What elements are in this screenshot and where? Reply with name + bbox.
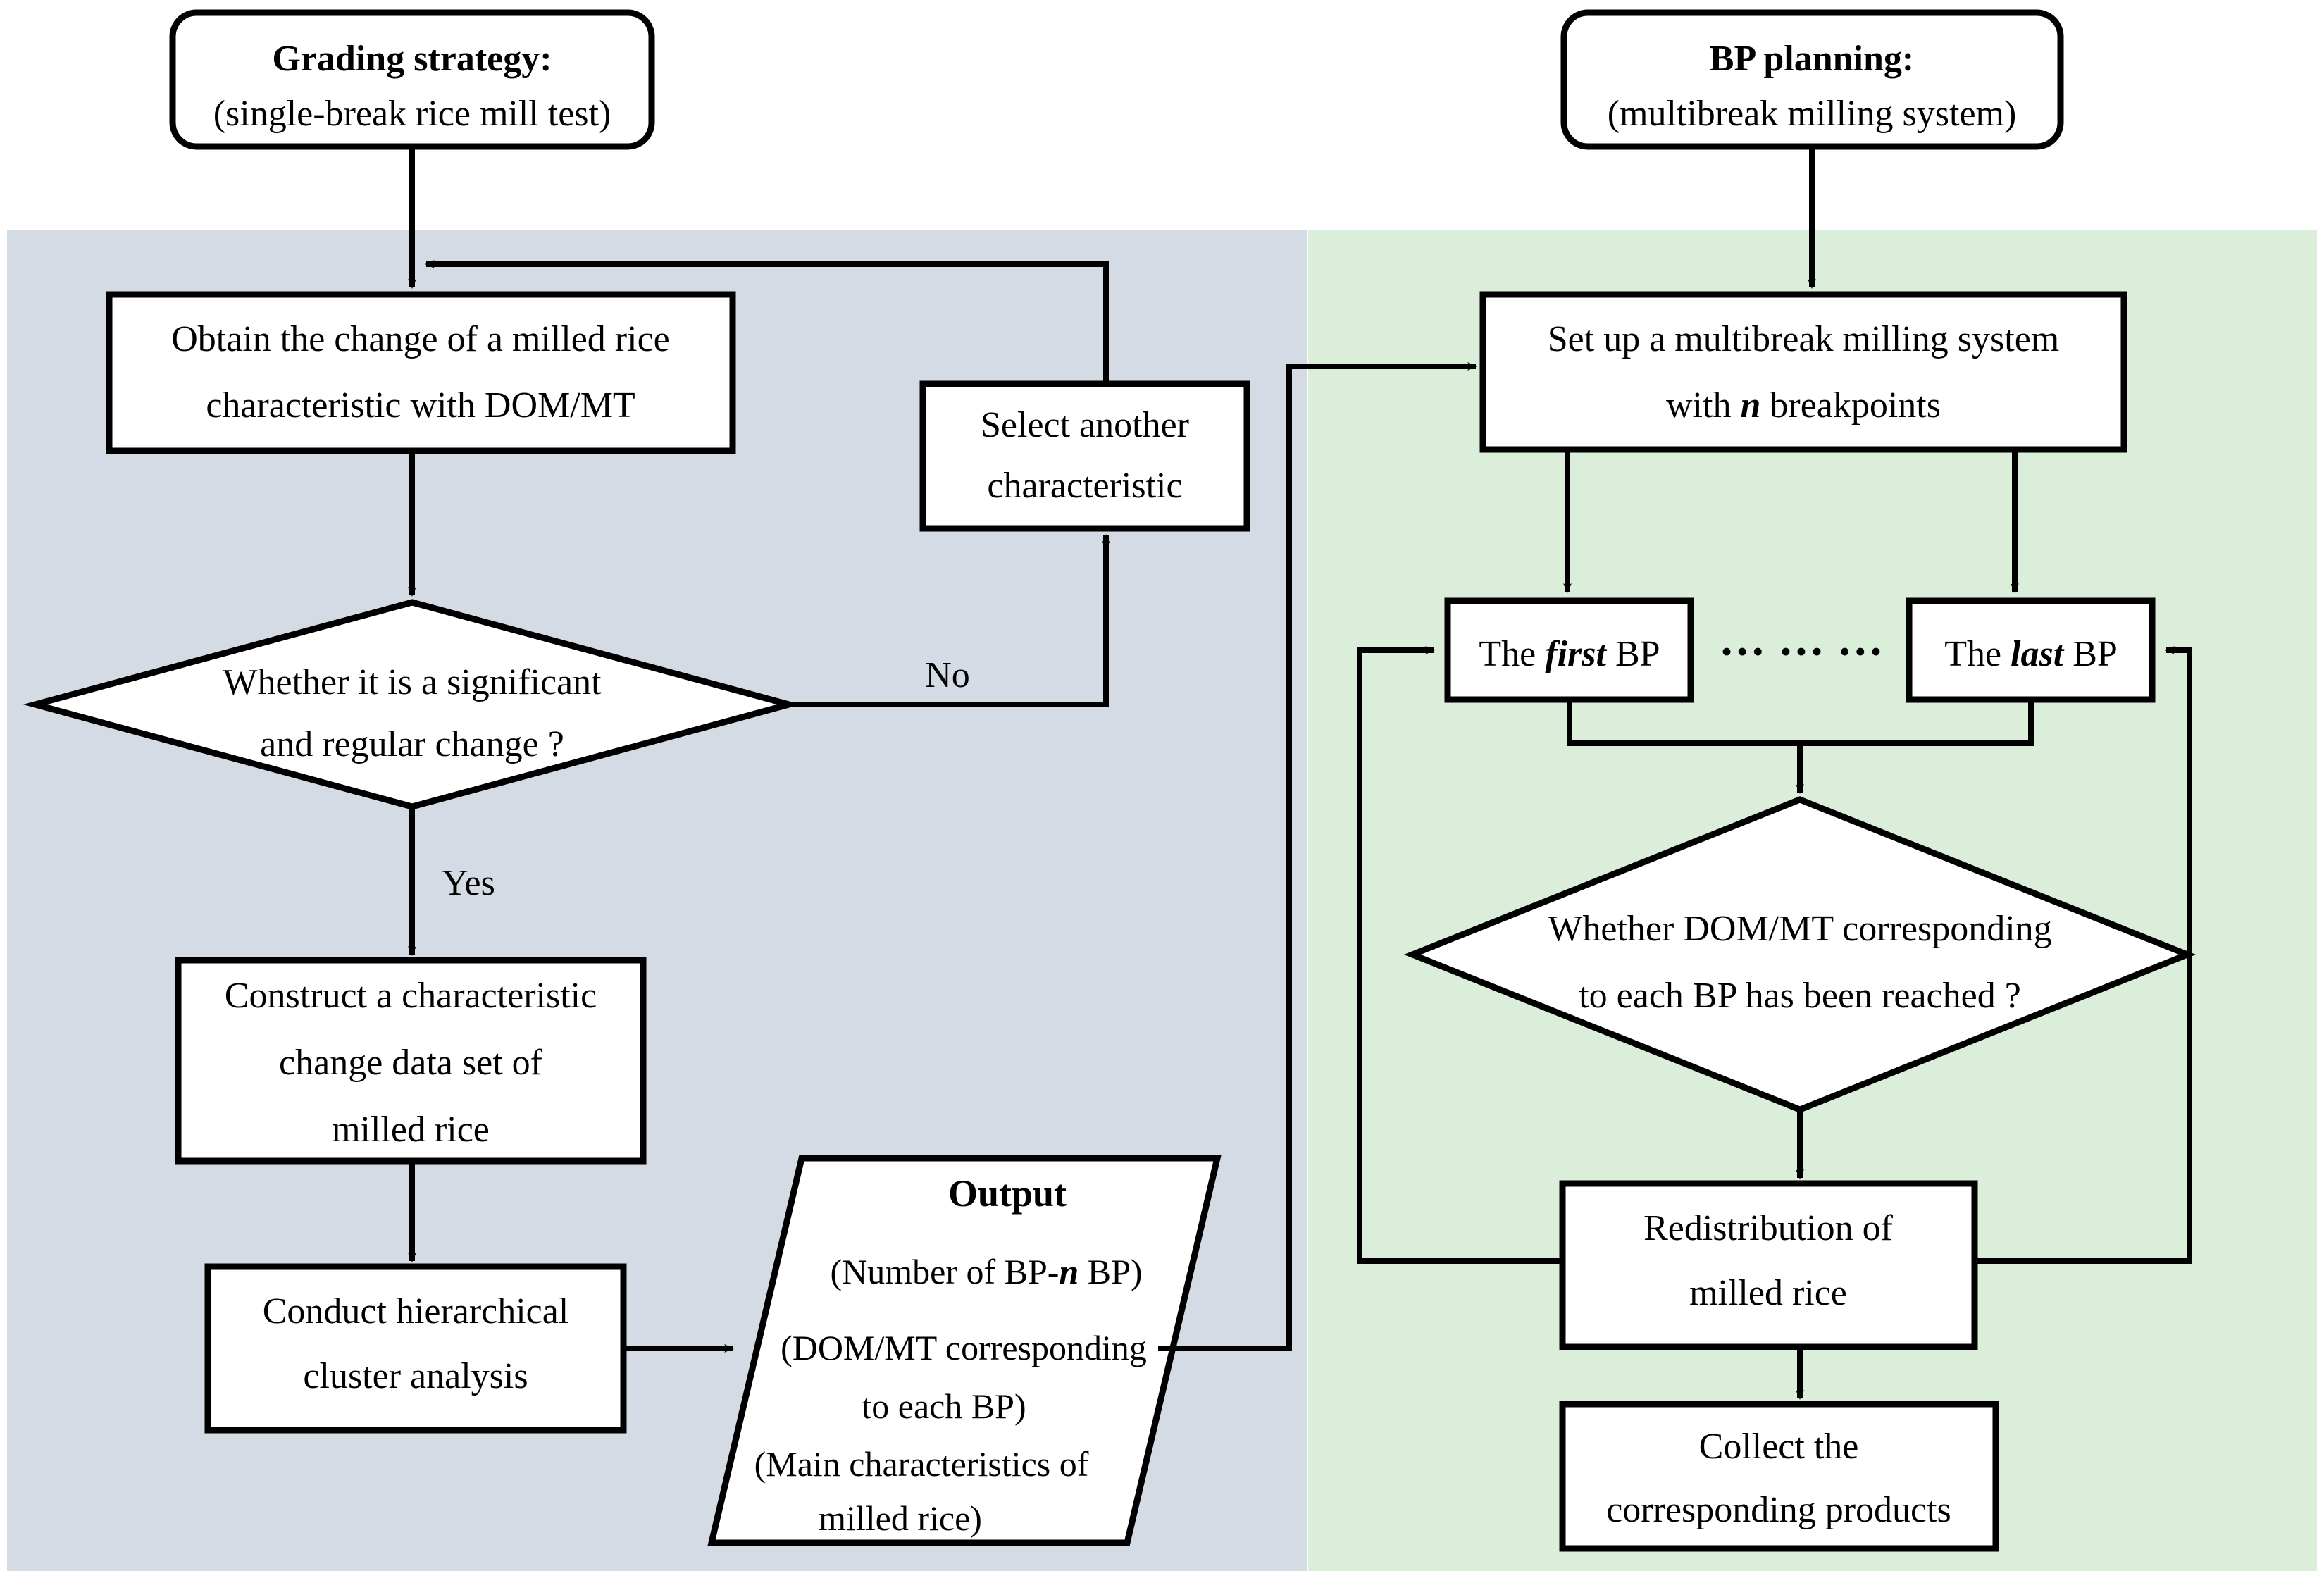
connector-redistribution-to-last-bp xyxy=(1975,646,2192,1264)
redistribution-node[interactable] xyxy=(1559,1180,1978,1350)
cluster-line-1: Conduct hierarchical xyxy=(263,1291,569,1331)
output-line-5: milled rice) xyxy=(819,1498,982,1538)
last-bp-suffix: BP xyxy=(2063,634,2118,674)
right-decision-line-2: to each BP has been reached ? xyxy=(1579,976,2021,1016)
first-bp-node[interactable] xyxy=(1444,597,1694,703)
output-line-2: (DOM/MT corresponding xyxy=(781,1328,1147,1367)
bp-ellipsis-icon: ••• ••• ••• xyxy=(1721,633,1886,669)
output-line-1-suffix: BP) xyxy=(1079,1252,1142,1291)
last-bp-emphasis: last xyxy=(2011,634,2065,674)
first-bp-emphasis: first xyxy=(1545,634,1607,674)
label-yes: Yes xyxy=(442,863,495,903)
right-start-subtitle: (multibreak milling system) xyxy=(1608,94,2017,134)
construct-line-2: change data set of xyxy=(279,1043,543,1083)
redistribution-line-2: milled rice xyxy=(1689,1273,1847,1313)
construct-dataset-node[interactable] xyxy=(175,957,647,1165)
setup-line-1: Set up a multibreak milling system xyxy=(1548,319,2059,359)
first-bp-label: The first BP xyxy=(1479,634,1660,674)
select-characteristic-node[interactable] xyxy=(919,380,1250,532)
output-line-3: to each BP) xyxy=(862,1386,1026,1426)
connector-select-to-obtain xyxy=(425,260,1109,384)
output-line-1: (Number of BP-n BP) xyxy=(830,1252,1142,1291)
right-start-title: BP planning: xyxy=(1710,39,1914,79)
first-bp-prefix: The xyxy=(1479,634,1545,674)
output-node[interactable] xyxy=(707,1155,1222,1546)
construct-line-1: Construct a characteristic xyxy=(225,976,597,1016)
select-line-2: characteristic xyxy=(987,466,1182,506)
setup-line-2-prefix: with xyxy=(1666,385,1740,426)
first-bp-suffix: BP xyxy=(1606,634,1660,674)
setup-multibreak-node[interactable] xyxy=(1479,291,2127,453)
obtain-line-2: characteristic with DOM/MT xyxy=(206,385,635,426)
cluster-analysis-node[interactable] xyxy=(204,1263,627,1434)
left-start-subtitle: (single-break rice mill test) xyxy=(213,94,611,134)
last-bp-prefix: The xyxy=(1944,634,2011,674)
setup-line-2: with n breakpoints xyxy=(1666,385,1941,426)
output-line-4: (Main characteristics of xyxy=(754,1444,1089,1484)
last-bp-node[interactable] xyxy=(1906,597,2156,703)
collect-line-1: Collect the xyxy=(1699,1427,1859,1467)
label-no: No xyxy=(925,655,970,695)
right-decision-line-1: Whether DOM/MT corresponding xyxy=(1548,909,2051,949)
collect-products-node[interactable] xyxy=(1559,1401,1999,1552)
left-start-title: Grading strategy: xyxy=(272,39,552,79)
select-line-1: Select another xyxy=(981,405,1189,445)
cluster-line-2: cluster analysis xyxy=(303,1356,528,1396)
connector-no-branch xyxy=(789,534,1110,707)
setup-line-2-n: n xyxy=(1740,385,1760,426)
setup-line-2-suffix: breakpoints xyxy=(1760,385,1941,426)
left-decision-line-1: Whether it is a significant xyxy=(223,662,602,702)
last-bp-label: The last BP xyxy=(1944,634,2118,674)
left-decision-line-2: and regular change ? xyxy=(260,724,564,764)
connector-output-to-setup xyxy=(1158,362,1477,1351)
obtain-line-1: Obtain the change of a milled rice xyxy=(171,319,669,359)
output-line-1-n: n xyxy=(1059,1252,1079,1291)
output-title: Output xyxy=(948,1172,1067,1215)
obtain-change-node[interactable] xyxy=(106,291,736,454)
redistribution-line-1: Redistribution of xyxy=(1643,1208,1894,1248)
connector-redistribution-to-first-bp xyxy=(1357,646,1562,1264)
construct-line-3: milled rice xyxy=(332,1110,490,1150)
output-line-1-prefix: (Number of BP- xyxy=(830,1252,1059,1291)
collect-line-2: corresponding products xyxy=(1606,1490,1951,1530)
